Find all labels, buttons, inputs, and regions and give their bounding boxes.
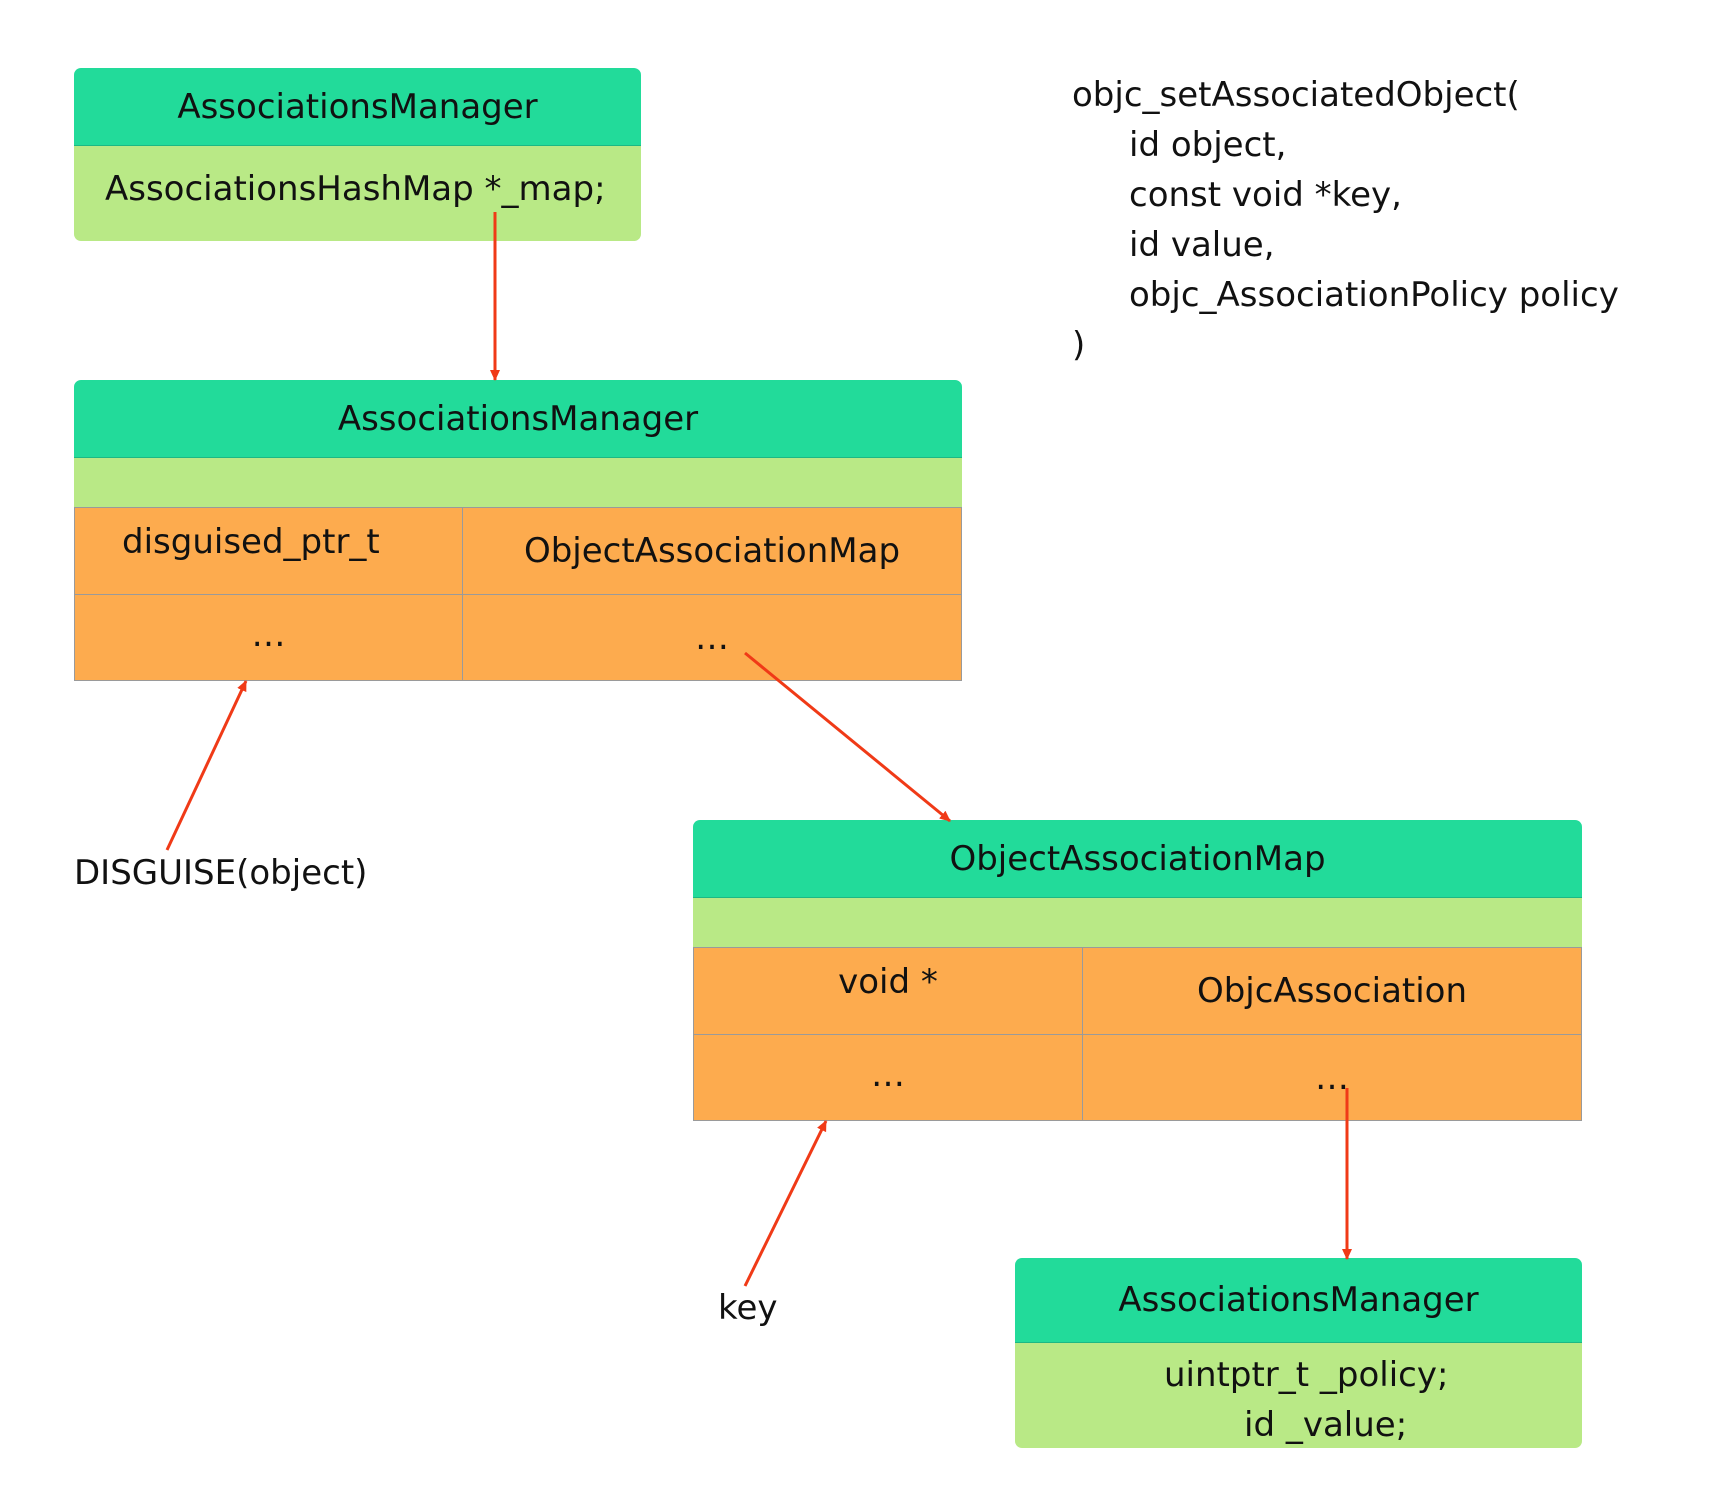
cell-text: …	[251, 615, 286, 655]
value-type-cell: ObjcAssociation	[1082, 947, 1582, 1035]
box-spacer	[693, 898, 1582, 948]
associations-manager-box: AssociationsManager AssociationsHashMap …	[74, 68, 641, 241]
objc-association-box: AssociationsManager uintptr_t _policy; i…	[1015, 1258, 1582, 1448]
code-line: id value,	[1129, 225, 1275, 265]
object-association-map-box: ObjectAssociationMap void * ObjcAssociat…	[693, 820, 1582, 1121]
box-header: ObjectAssociationMap	[693, 820, 1582, 898]
cell-text: ObjcAssociation	[1196, 971, 1468, 1011]
code-line: const void *key,	[1129, 175, 1402, 215]
cell-text: disguised_ptr_t	[122, 522, 380, 562]
hashmap-field: AssociationsHashMap *_map;	[105, 169, 606, 209]
value-ellipsis-cell: …	[1082, 1034, 1582, 1121]
box-spacer	[74, 458, 962, 508]
key-type-cell: disguised_ptr_t	[74, 507, 463, 595]
associations-hashmap-box: AssociationsManager disguised_ptr_t Obje…	[74, 380, 962, 681]
disguise-label: DISGUISE(object)	[74, 853, 368, 893]
box-body	[74, 146, 641, 241]
box-body	[1015, 1343, 1582, 1448]
cell-text: …	[871, 1055, 905, 1095]
code-line: id object,	[1129, 125, 1287, 165]
function-signature: objc_setAssociatedObject( id object, con…	[1072, 70, 1619, 370]
cell-text: ObjectAssociationMap	[523, 531, 901, 571]
policy-field: uintptr_t _policy;	[1164, 1355, 1449, 1395]
key-ellipsis-cell: …	[74, 594, 463, 681]
box-header: AssociationsManager	[74, 380, 962, 458]
key-to-cell-arrow	[743, 1120, 828, 1287]
disguise-to-key-arrow	[165, 680, 248, 851]
key-label: key	[718, 1288, 778, 1328]
box-header: AssociationsManager	[74, 68, 641, 146]
cell-text: …	[1315, 1057, 1349, 1098]
cell-text: …	[695, 617, 729, 658]
value-type-cell: ObjectAssociationMap	[462, 507, 962, 595]
value-field: id _value;	[1244, 1405, 1408, 1445]
code-line: objc_AssociationPolicy policy	[1129, 275, 1619, 315]
box-header: AssociationsManager	[1015, 1258, 1582, 1343]
value-ellipsis-cell: …	[462, 594, 962, 681]
key-ellipsis-cell: …	[693, 1034, 1083, 1121]
code-line: )	[1072, 325, 1086, 365]
cell-text: void *	[838, 962, 938, 1002]
code-line: objc_setAssociatedObject(	[1072, 75, 1520, 115]
key-type-cell: void *	[693, 947, 1083, 1035]
